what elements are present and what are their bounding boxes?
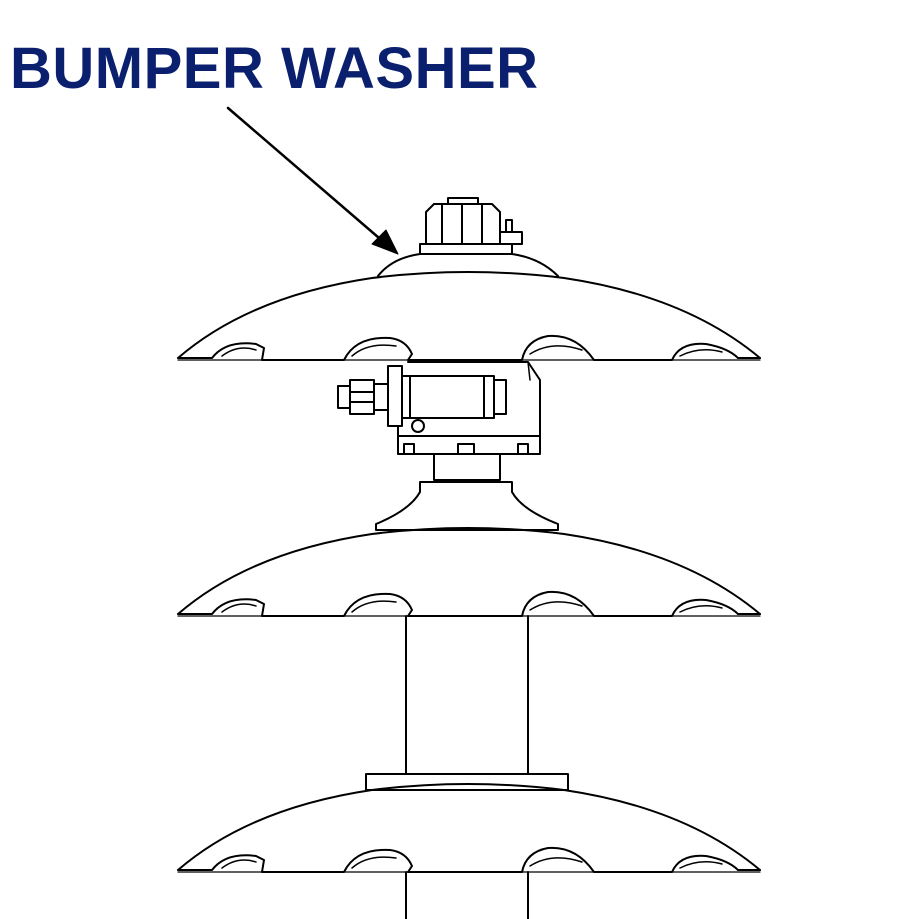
cutting-blade-bottom — [177, 783, 761, 873]
hub-bolt-assembly — [337, 361, 541, 481]
bumper-washer — [377, 253, 559, 277]
spacer-tube — [365, 615, 569, 791]
spindle-washer — [375, 481, 559, 531]
cutting-blade-top — [177, 271, 761, 361]
lower-shaft — [405, 871, 529, 919]
callout-leader-arrow — [226, 106, 399, 255]
top-nut-assembly — [419, 197, 523, 255]
bumper-washer-callout-label: BUMPER WASHER — [10, 36, 539, 101]
cutting-blade-middle — [177, 527, 761, 617]
